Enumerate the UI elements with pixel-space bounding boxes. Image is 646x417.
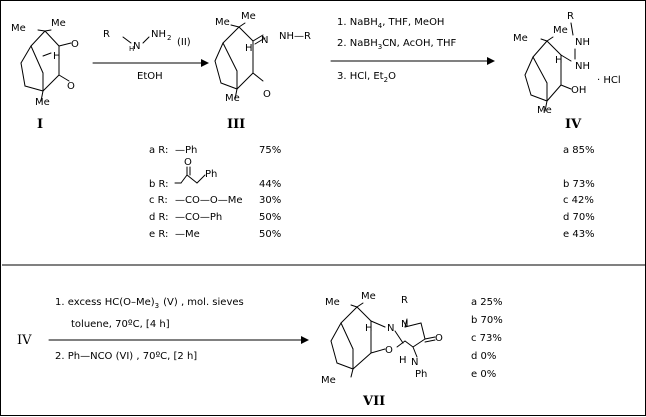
III-nhr: NH—R [279, 31, 311, 42]
arrow-step1-head [201, 59, 209, 67]
IV-r: R [567, 11, 574, 22]
I-o-2: O [67, 81, 75, 92]
VII-n-3: N [411, 357, 418, 368]
III-me-3: Me [225, 93, 240, 104]
rgroup-a-yield-III: 75% [259, 145, 281, 156]
VII-yield-b: b 70% [471, 315, 503, 326]
rgroup-d-letter: d R: [149, 212, 169, 223]
rgroup-b-ph: Ph [205, 169, 217, 180]
VII-me-2: Me [361, 291, 376, 302]
IV-hcl: · HCl [597, 75, 621, 86]
compound-I-structure [20, 29, 72, 102]
rgroup-d-yield-IV: d 70% [563, 212, 595, 223]
IV-me-1: Me [513, 33, 528, 44]
VII-h-2: H [399, 355, 407, 366]
III-o: O [263, 89, 271, 100]
I-o-1: O [71, 39, 79, 50]
IV-me-3: Me [537, 105, 552, 116]
IV-h: H [555, 55, 563, 66]
I-me-1: Me [11, 23, 26, 34]
rgroup-e-yield-IV: e 43% [563, 229, 595, 240]
compound-III-structure [214, 22, 266, 100]
rgroup-e-group: —Me [175, 229, 200, 240]
step1-sub: 2 [167, 34, 171, 42]
compound-VII-structure [330, 302, 436, 378]
rgroup-e-yield-III: 50% [259, 229, 281, 240]
VII-r: R [401, 295, 408, 306]
III-n: N [261, 35, 268, 46]
rgroup-c-yield-III: 30% [259, 195, 281, 206]
compound-IV-structure [524, 22, 576, 112]
step1-reagent-drawing [122, 36, 150, 44]
step1-nh: NH [151, 29, 166, 40]
step3-line1: 1. excess HC(O–Me)3(V) , mol. sieves [55, 297, 244, 310]
label-VII: VII [362, 394, 385, 409]
rgroup-b-yield-IV: b 73% [563, 179, 595, 190]
I-h: H [53, 51, 61, 62]
rgroup-d-yield-III: 50% [259, 212, 281, 223]
rgroup-b-o: O [184, 157, 192, 168]
arrow-step2-head [487, 57, 495, 65]
step1-r: R [103, 29, 110, 40]
VII-me-1: Me [325, 297, 340, 308]
rgroup-a-group: —Ph [175, 145, 197, 156]
VII-yield-d: d 0% [471, 351, 496, 362]
IV-me-2: Me [553, 25, 568, 36]
step1-n: N [133, 41, 140, 52]
rgroup-e-letter: e R: [149, 229, 168, 240]
VII-yield-a: a 25% [471, 297, 503, 308]
VII-o-ring: O [385, 345, 393, 356]
VII-yield-c: c 73% [471, 333, 502, 344]
VII-n-2: N [387, 323, 394, 334]
rgroup-b-structure [174, 166, 206, 184]
rgroup-a-yield-IV: a 85% [563, 145, 595, 156]
VII-h-1: H [365, 323, 373, 334]
step3-line2: toluene, 70ºC, [4 h] [71, 319, 170, 330]
label-III: III [227, 117, 245, 132]
arrow-step3-head [301, 336, 309, 344]
I-me-2: Me [51, 18, 66, 29]
label-I: I [37, 117, 43, 132]
step2-line1: 1. NaBH4, THF, MeOH [337, 17, 444, 30]
step1-h: H [129, 45, 134, 53]
step2-line3: 3. HCl, Et2O [337, 71, 396, 84]
step2-line2: 2. NaBH3CN, AcOH, THF [337, 38, 457, 51]
I-me-3: Me [35, 97, 50, 108]
step3-line3: 2. Ph—NCO (VI) , 70ºC, [2 h] [55, 351, 197, 362]
VII-n-1: N [401, 319, 408, 330]
step1-solvent: EtOH [137, 71, 163, 82]
VII-ph: Ph [415, 369, 427, 380]
VII-yield-e: e 0% [471, 369, 496, 380]
step1-roman: (II) [177, 37, 191, 48]
III-me-1: Me [215, 17, 230, 28]
rgroup-b-letter: b R: [149, 179, 169, 190]
VII-o-carbonyl: O [435, 333, 443, 344]
label-IV-start: IV [17, 333, 32, 348]
rgroup-d-group: —CO—Ph [175, 212, 222, 223]
IV-oh: OH [571, 85, 586, 96]
VII-me-3: Me [321, 375, 336, 386]
III-me-2: Me [241, 11, 256, 22]
IV-nh-2: NH [575, 61, 590, 72]
rgroup-c-group: —CO—O—Me [175, 195, 243, 206]
IV-nh-1: NH [575, 37, 590, 48]
rgroup-c-letter: c R: [149, 195, 168, 206]
label-IV: IV [565, 117, 582, 132]
rgroup-a-letter: a R: [149, 145, 168, 156]
rgroup-b-yield-III: 44% [259, 179, 281, 190]
III-h: H [245, 43, 253, 54]
rgroup-c-yield-IV: c 42% [563, 195, 594, 206]
